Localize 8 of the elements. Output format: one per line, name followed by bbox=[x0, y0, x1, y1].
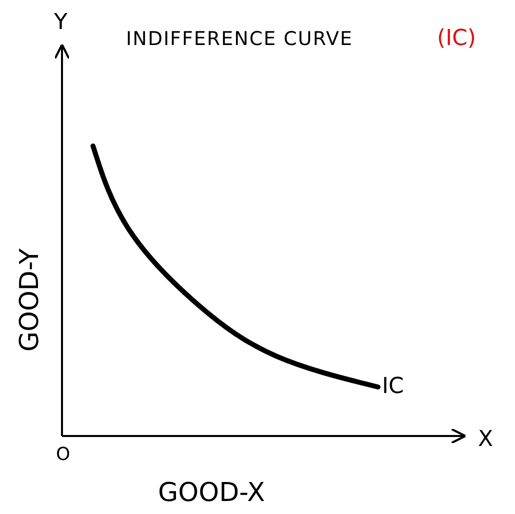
axis-label: Y bbox=[54, 12, 68, 34]
title-abbreviation: (IC) bbox=[437, 28, 476, 50]
origin-label: O bbox=[56, 446, 70, 464]
axis-title: GOOD-X bbox=[158, 480, 265, 506]
axis-label: X bbox=[478, 429, 494, 451]
title: INDIFFERENCE CURVE bbox=[126, 30, 353, 49]
axis-title: GOOD-Y bbox=[17, 248, 43, 352]
curve-label: IC bbox=[382, 376, 404, 398]
